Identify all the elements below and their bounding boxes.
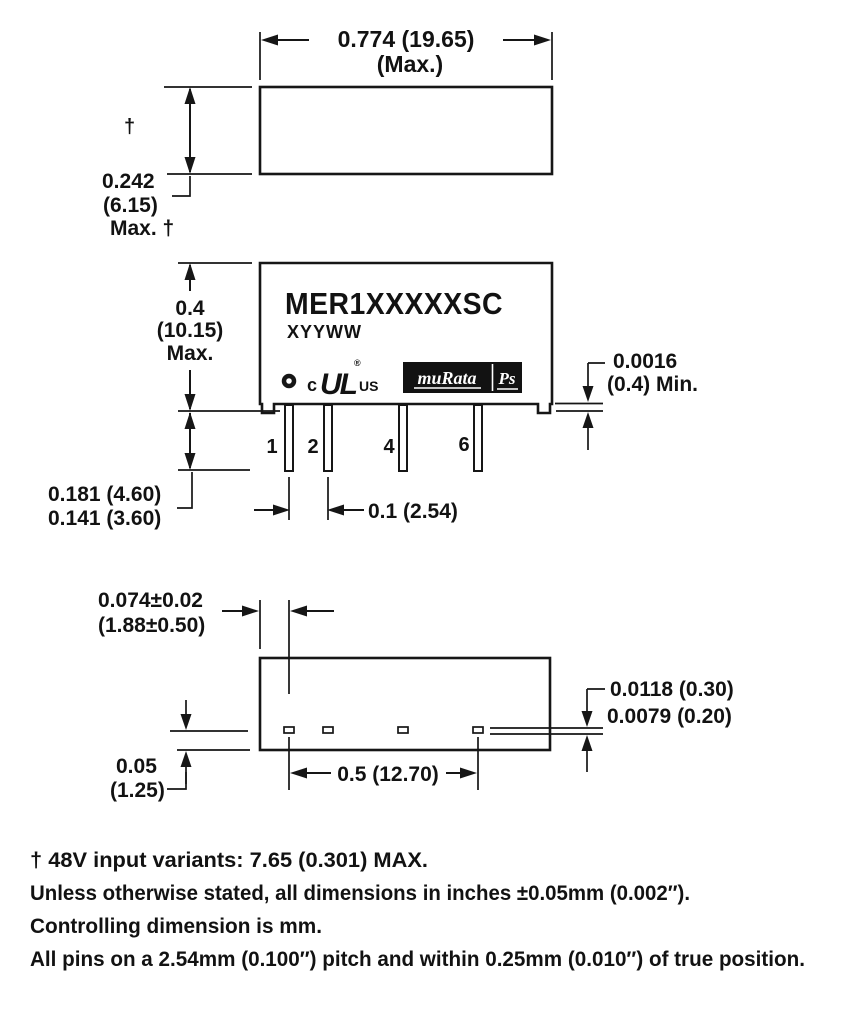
ul-c-label: c bbox=[307, 375, 317, 395]
pad-6 bbox=[472, 726, 484, 734]
pad-2 bbox=[322, 726, 334, 734]
dim-span-label: 0.5 (12.70) bbox=[337, 763, 439, 786]
arrow-left-icon bbox=[290, 767, 307, 779]
dim-width-max-label: (Max.) bbox=[377, 51, 443, 77]
pin-1 bbox=[284, 404, 294, 472]
front-view-body-outline bbox=[258, 261, 554, 415]
dim-height-mm: (6.15) bbox=[103, 194, 158, 217]
murata-wordmark: muRata bbox=[417, 368, 476, 388]
pin-6 bbox=[473, 404, 483, 472]
edge-reference-lines bbox=[170, 730, 250, 751]
pad-1 bbox=[283, 726, 295, 734]
dim-body-height-max: Max. bbox=[167, 342, 214, 365]
dim-body-height-mm: (10.15) bbox=[157, 319, 224, 342]
arrow-up-icon bbox=[184, 263, 196, 280]
arrow-up-icon bbox=[582, 412, 594, 428]
pad-thickness-lines bbox=[490, 727, 603, 735]
arrow-right-icon bbox=[273, 504, 290, 516]
dim-standoff-mm: (0.4) Min. bbox=[607, 373, 698, 396]
ul-us-label: US bbox=[359, 378, 378, 394]
pin-2-label: 2 bbox=[307, 436, 318, 458]
arrow-right-icon bbox=[242, 605, 259, 617]
arrow-up-icon bbox=[581, 735, 593, 751]
arrow-left-icon bbox=[327, 504, 344, 516]
width-extension-lines bbox=[259, 32, 553, 80]
arrow-up-icon bbox=[184, 87, 196, 104]
dim-standoff-value: 0.0016 bbox=[613, 350, 677, 373]
dim-pin-length-min: 0.141 (3.60) bbox=[48, 507, 161, 530]
note-controlling-dimension: Controlling dimension is mm. bbox=[30, 915, 322, 938]
dim-offset-mm: (1.88±0.50) bbox=[98, 614, 205, 637]
arrow-up-icon bbox=[184, 412, 196, 429]
dim-height-value: 0.242 bbox=[102, 170, 155, 193]
arrow-down-icon bbox=[582, 386, 594, 402]
pins: 1 2 4 6 bbox=[266, 404, 483, 472]
pad-4 bbox=[397, 726, 409, 734]
arrow-down-icon bbox=[180, 714, 192, 730]
standoff-leader bbox=[587, 362, 605, 387]
note-48v-variants: † 48V input variants: 7.65 (0.301) MAX. bbox=[30, 849, 428, 872]
dim-offset-value: 0.074±0.02 bbox=[98, 589, 203, 612]
arrow-right-icon bbox=[534, 34, 551, 46]
ul-monogram: UL bbox=[320, 368, 357, 401]
pin-2 bbox=[323, 404, 333, 472]
dim-edge-value: 0.05 bbox=[116, 755, 157, 778]
pin-pads bbox=[283, 726, 484, 734]
arrow-down-icon bbox=[184, 157, 196, 174]
murata-ps-logo-icon: muRata Ps bbox=[403, 362, 522, 393]
pitch-extension-lines bbox=[288, 477, 329, 520]
notes: † 48V input variants: 7.65 (0.301) MAX. … bbox=[30, 849, 805, 971]
pin-4 bbox=[398, 404, 408, 472]
dim-pin-length-max: 0.181 (4.60) bbox=[48, 483, 161, 506]
front-view: MER1XXXXXSC XYYWW c UL ® US muRata Ps 1 … bbox=[48, 261, 698, 530]
arrow-left-icon bbox=[290, 605, 307, 617]
dim-pitch-label: 0.1 (2.54) bbox=[368, 500, 458, 523]
dim-width-label: 0.774 (19.65) bbox=[338, 26, 475, 52]
pin-6-label: 6 bbox=[458, 434, 469, 456]
top-view: 0.774 (19.65) (Max.) † 0.242 (6.15) Max.… bbox=[102, 26, 554, 240]
pad-thickness-leader bbox=[586, 688, 605, 711]
registered-icon: ® bbox=[354, 358, 361, 368]
ps-wordmark: Ps bbox=[498, 369, 516, 388]
dim-pin-thickness-max: 0.0118 (0.30) bbox=[610, 678, 734, 701]
offset-extension-lines bbox=[259, 600, 290, 694]
arrow-down-icon bbox=[184, 453, 196, 470]
date-code: XYYWW bbox=[287, 322, 362, 342]
ul-certification-icon: c UL ® US bbox=[307, 358, 378, 401]
leader-line bbox=[172, 176, 191, 197]
note-pin-pitch: All pins on a 2.54mm (0.100″) pitch and … bbox=[30, 948, 805, 971]
height-extension-lines bbox=[164, 86, 252, 175]
arrow-left-icon bbox=[261, 34, 278, 46]
standoff-lines bbox=[555, 402, 603, 412]
bottom-view: 0.074±0.02 (1.88±0.50) 0.05 (1.25) 0.011… bbox=[98, 589, 734, 802]
part-number: MER1XXXXXSC bbox=[285, 286, 503, 321]
leader-line bbox=[177, 472, 193, 509]
span-extension-lines bbox=[288, 737, 479, 790]
dim-pin-thickness-min: 0.0079 (0.20) bbox=[607, 705, 732, 728]
arrow-down-icon bbox=[581, 711, 593, 727]
pin-1-label: 1 bbox=[266, 436, 277, 458]
dim-body-height-value: 0.4 bbox=[175, 297, 205, 320]
pin-4-label: 4 bbox=[383, 436, 395, 458]
note-dimension-units: Unless otherwise stated, all dimensions … bbox=[30, 882, 690, 905]
dim-edge-mm: (1.25) bbox=[110, 779, 165, 802]
bottom-view-body-outline bbox=[258, 656, 552, 752]
pin1-indicator-icon bbox=[281, 373, 297, 389]
arrow-right-icon bbox=[460, 767, 477, 779]
top-view-body-outline bbox=[258, 85, 554, 176]
dagger-mark: † bbox=[124, 116, 135, 138]
arrow-up-icon bbox=[180, 751, 192, 767]
leader-line bbox=[167, 772, 187, 790]
arrow-down-icon bbox=[184, 394, 196, 411]
dim-height-max: Max. † bbox=[110, 217, 174, 240]
